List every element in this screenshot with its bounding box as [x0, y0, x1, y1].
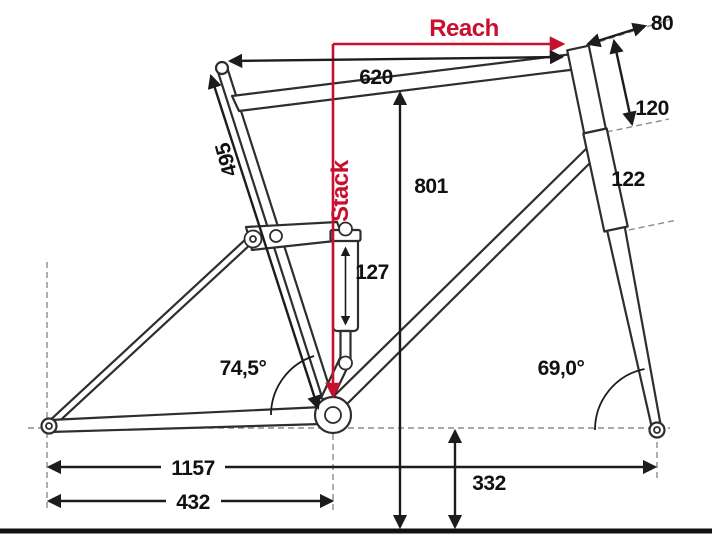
shock-upper-eyelet: [338, 221, 353, 237]
top-tube: [230, 52, 580, 113]
headtube-bottom-dashed-line: [596, 118, 670, 135]
head-tube-length-label: 120: [635, 97, 669, 120]
chainstay-label-bg: [166, 489, 221, 513]
seat-tube-dim-arrow: [207, 73, 322, 411]
rear-axle-hole: [45, 422, 53, 430]
reach-label: Reach: [429, 15, 499, 42]
stack-label: Stack: [327, 159, 354, 222]
seatpost-top-pivot: [214, 60, 230, 76]
seat-angle-arc: [270, 355, 315, 416]
shock-shaft: [339, 329, 352, 361]
wheelbase-label: 1157: [171, 457, 215, 480]
shock-length-label: 127: [355, 261, 389, 284]
stem-length-label: 80: [651, 12, 673, 35]
rocker-seat-tube-pivot: [269, 229, 283, 243]
head-angle-arc: [594, 368, 645, 431]
chainstay-length-label: 432: [176, 491, 210, 514]
fork-head-length-label: 122: [611, 168, 645, 191]
seatstay-tube: [45, 236, 254, 430]
seat-tube-angle-label: 74,5°: [220, 357, 267, 380]
top-tube-dim-arrow: [227, 49, 565, 69]
head-tube: [566, 44, 607, 135]
front-height-label: 801: [414, 175, 448, 198]
dimension-labels: Reach Stack 80 620 120 122 495 801 127 7…: [171, 12, 673, 514]
reach-stack-lines: [325, 36, 566, 399]
shock-lower-eyelet: [338, 355, 353, 371]
stem-dim-arrow: [585, 22, 648, 48]
head-tube-dim-arrow: [609, 38, 637, 127]
wheelbase-label-bg: [161, 455, 225, 480]
bottom-bracket-hole: [324, 406, 342, 424]
rocker-front-pivot-hole: [249, 235, 257, 243]
fork-crown: [582, 127, 629, 233]
front-axle-hole: [653, 426, 661, 434]
fork-leg: [606, 226, 663, 432]
bb-height-label: 332: [472, 472, 506, 495]
seat-tube-length-label: 495: [211, 140, 242, 179]
head-tube-angle-label: 69,0°: [538, 357, 585, 380]
top-tube-length-label: 620: [359, 66, 393, 89]
